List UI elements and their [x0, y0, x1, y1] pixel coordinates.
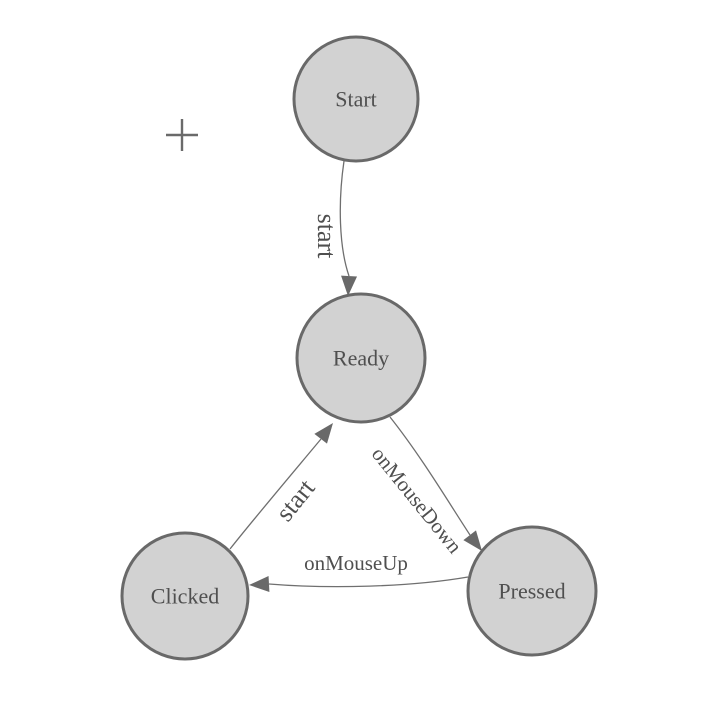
crosshair-cursor	[166, 119, 198, 151]
state-node-clicked[interactable]: Clicked	[120, 531, 250, 661]
start-to-ready-line[interactable]	[339, 160, 350, 277]
start-circle[interactable]	[292, 35, 420, 163]
clicked-to-ready-label: start	[270, 473, 321, 527]
clicked-to-ready-arrowhead-icon	[314, 423, 333, 444]
clicked-circle[interactable]	[120, 531, 250, 661]
pressed-to-clicked-label: onMouseUp	[304, 551, 408, 575]
transition-edge-pressed-to-clicked[interactable]: onMouseUp	[249, 551, 469, 592]
transition-edge-ready-to-pressed[interactable]: onMouseDown	[367, 416, 482, 558]
ready-circle[interactable]	[295, 292, 427, 424]
start-to-ready-arrowhead-icon	[341, 275, 358, 296]
start-to-ready-label: start	[312, 214, 341, 260]
pressed-to-clicked-line[interactable]	[268, 576, 469, 588]
state-node-ready[interactable]: Ready	[295, 292, 427, 424]
ready-to-pressed-line[interactable]	[389, 416, 471, 536]
pressed-to-clicked-arrowhead-icon	[249, 575, 270, 592]
clicked-to-ready-line[interactable]	[229, 438, 322, 550]
transition-edge-start-to-ready[interactable]: start	[312, 160, 358, 296]
cursor-layer	[166, 119, 198, 151]
ready-to-pressed-label: onMouseDown	[367, 442, 467, 558]
state-node-start[interactable]: Start	[292, 35, 420, 163]
transition-edge-clicked-to-ready[interactable]: start	[229, 423, 333, 550]
pressed-circle[interactable]	[466, 525, 598, 657]
ready-to-pressed-arrowhead-icon	[463, 530, 482, 551]
state-node-pressed[interactable]: Pressed	[466, 525, 598, 657]
